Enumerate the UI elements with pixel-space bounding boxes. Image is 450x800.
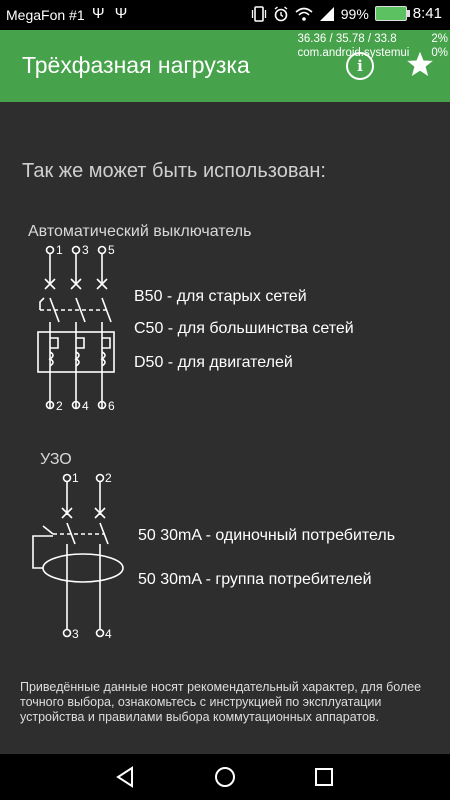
- cb-item-d50: D50 - для двигателей: [134, 354, 293, 371]
- clock: 8:41: [412, 5, 442, 22]
- cb-item-c50: C50 - для большинства сетей: [134, 320, 354, 337]
- status-icons: 99% 8:41: [251, 5, 442, 22]
- circuit-breaker-title: Автоматический выключатель: [28, 223, 252, 240]
- rcd-terminal-1: 1: [72, 471, 79, 485]
- home-icon[interactable]: [211, 763, 239, 791]
- wifi-icon: [295, 7, 313, 21]
- navigation-bar: [0, 754, 450, 800]
- battery-percent: 99%: [340, 5, 369, 22]
- disclaimer-text: Приведённые данные носят рекомендательны…: [20, 680, 422, 724]
- back-icon[interactable]: [112, 763, 140, 791]
- info-icon: i: [357, 57, 363, 75]
- cb-terminal-3: 3: [82, 243, 89, 257]
- rcd-terminal-2: 2: [105, 471, 112, 485]
- usb-icon: Ψ Ψ: [92, 5, 131, 22]
- status-bar: MegaFon #1 Ψ Ψ 99% 8:41: [0, 0, 450, 30]
- cb-terminal-5: 5: [108, 243, 115, 257]
- cpu-load: 36.36 / 35.78 / 33.8: [297, 33, 397, 45]
- recents-icon[interactable]: [310, 763, 338, 791]
- favorite-star-icon[interactable]: [406, 50, 434, 78]
- rcd-diagram: 1 2 3 4: [32, 471, 124, 641]
- rcd-terminal-4: 4: [105, 627, 112, 641]
- page-title: Трёхфазная нагрузка: [22, 52, 250, 78]
- rcd-item-group: 50 30mA - группа потребителей: [138, 571, 372, 588]
- cpu-percent: 2%: [431, 33, 448, 45]
- cb-terminal-4: 4: [82, 399, 89, 413]
- process-name: com.android.systemui: [297, 47, 410, 59]
- cb-terminal-1: 1: [56, 243, 63, 257]
- carrier-name: MegaFon #1: [6, 7, 85, 23]
- rcd-title: УЗО: [40, 451, 72, 468]
- rcd-item-single: 50 30mA - одиночный потребитель: [138, 527, 396, 544]
- cb-item-b50: B50 - для старых сетей: [134, 288, 307, 305]
- process-percent: 0%: [431, 47, 448, 59]
- info-button[interactable]: i: [346, 52, 374, 80]
- vibrate-icon: [251, 5, 266, 22]
- signal-icon: [319, 6, 334, 21]
- battery-icon: [374, 6, 410, 21]
- system-monitor-overlay: 36.36 / 35.78 / 33.8 2% com.android.syste…: [298, 32, 448, 60]
- cb-terminal-6: 6: [108, 399, 115, 413]
- rcd-terminal-3: 3: [72, 627, 79, 641]
- alarm-icon: [274, 5, 288, 21]
- section-heading: Так же может быть использован:: [22, 160, 326, 182]
- app-bar: Трёхфазная нагрузка i: [0, 30, 450, 102]
- circuit-breaker-diagram: 1 3 5 2 4 6: [37, 243, 115, 413]
- cb-terminal-2: 2: [56, 399, 63, 413]
